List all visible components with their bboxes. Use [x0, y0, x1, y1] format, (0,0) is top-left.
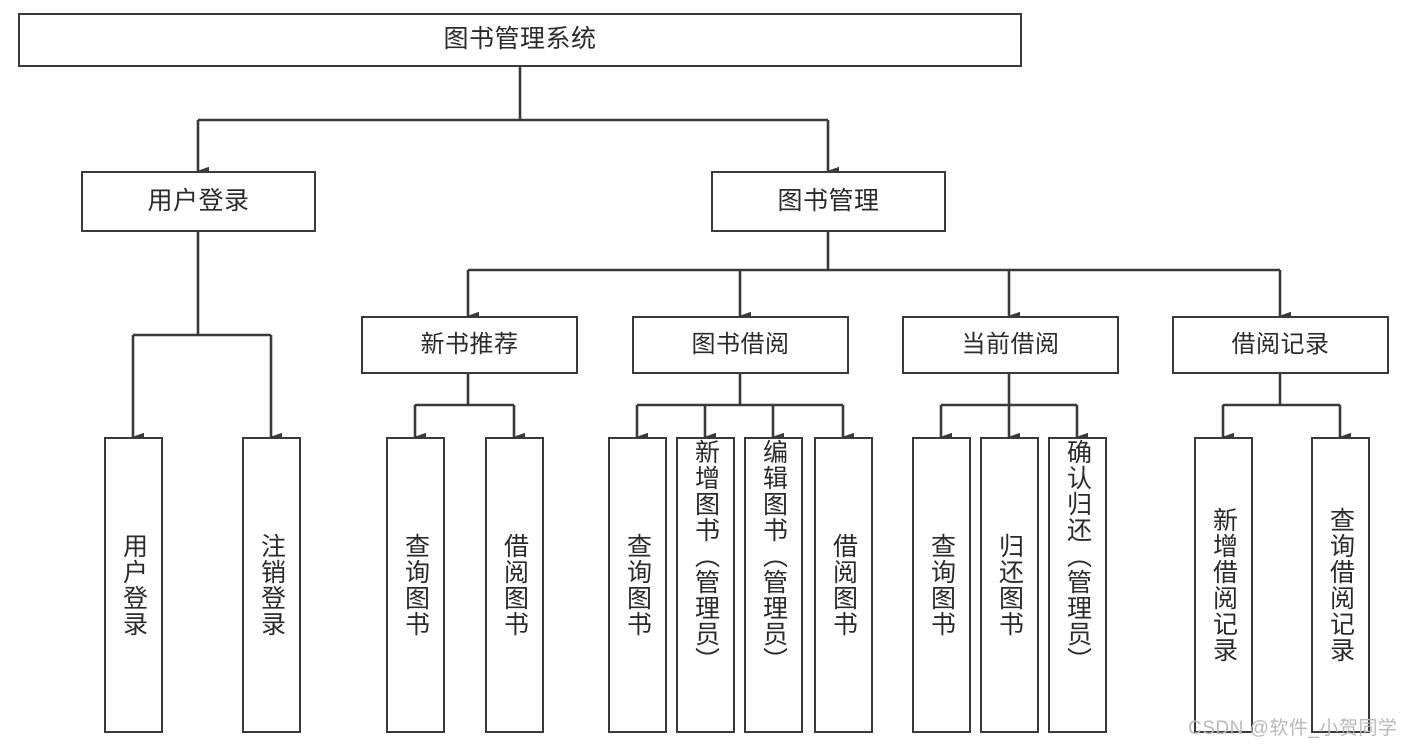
leaf-borrow-book-recommendation[interactable]: 借阅图书	[485, 437, 544, 733]
node-label: 用户登录	[147, 186, 250, 215]
node-label: 查询图书	[927, 533, 956, 637]
node-label: 图书管理	[777, 186, 880, 215]
node-label: 新书推荐	[420, 330, 519, 358]
leaf-query-book-recommendation[interactable]: 查询图书	[386, 437, 445, 733]
node-label: 查询借阅记录	[1326, 507, 1355, 663]
node-label: 借阅记录	[1231, 330, 1330, 358]
node-label: 图书借阅	[691, 330, 790, 358]
node-label: 归还图书	[995, 533, 1024, 637]
leaf-query-borrowing-record[interactable]: 查询借阅记录	[1311, 437, 1370, 733]
leaf-add-book-admin[interactable]: 新增图书（管理员）	[676, 437, 735, 733]
node-label: 图书管理系统	[443, 25, 597, 54]
node-book-management[interactable]: 图书管理	[711, 171, 946, 232]
leaf-edit-book-admin[interactable]: 编辑图书（管理员）	[744, 437, 803, 733]
node-label: 借阅图书	[829, 533, 858, 637]
leaf-query-book-borrowing[interactable]: 查询图书	[608, 437, 667, 733]
watermark: CSDN @软件_小贺同学	[1188, 718, 1398, 739]
leaf-return-book[interactable]: 归还图书	[980, 437, 1039, 733]
node-root-book-management-system[interactable]: 图书管理系统	[18, 13, 1022, 67]
leaf-add-borrowing-record[interactable]: 新增借阅记录	[1194, 437, 1253, 733]
node-label: 注销登录	[257, 533, 286, 637]
node-label: 新增借阅记录	[1209, 507, 1238, 663]
node-label: 借阅图书	[500, 533, 529, 637]
leaf-borrow-book-borrowing[interactable]: 借阅图书	[814, 437, 873, 733]
node-label: 确认归还（管理员）	[1063, 439, 1092, 673]
node-label: 查询图书	[401, 533, 430, 637]
node-user-login[interactable]: 用户登录	[81, 171, 316, 232]
node-new-book-recommendation[interactable]: 新书推荐	[361, 316, 578, 374]
node-label: 编辑图书（管理员）	[759, 439, 788, 673]
node-current-borrowing[interactable]: 当前借阅	[902, 316, 1119, 374]
leaf-logout-login[interactable]: 注销登录	[242, 437, 301, 733]
node-label: 当前借阅	[961, 330, 1060, 358]
leaf-query-book-current[interactable]: 查询图书	[912, 437, 971, 733]
node-book-borrowing[interactable]: 图书借阅	[632, 316, 849, 374]
node-label: 用户登录	[119, 533, 148, 637]
leaf-confirm-return-admin[interactable]: 确认归还（管理员）	[1048, 437, 1107, 733]
leaf-user-login[interactable]: 用户登录	[104, 437, 163, 733]
node-label: 查询图书	[623, 533, 652, 637]
node-borrowing-record[interactable]: 借阅记录	[1172, 316, 1389, 374]
node-label: 新增图书（管理员）	[691, 439, 720, 673]
